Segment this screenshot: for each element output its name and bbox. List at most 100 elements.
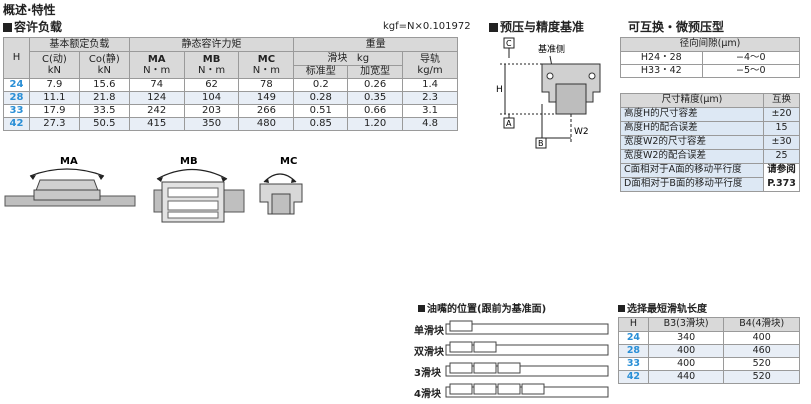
acc-header: 尺寸精度(μm) [619,93,765,108]
nipple-rail-diagram [445,341,609,356]
std-weight-cell: 0.28 [293,91,349,105]
rail [445,344,609,356]
nipple-rail-diagram [445,383,609,398]
acc-value-cell: 15 [763,121,800,136]
size-h-cell: 24 [3,78,30,92]
nipple-row: 4滑块 [414,381,614,401]
c-dyn-header: C(动)kN [28,51,80,79]
wide-weight-cell: 0.26 [347,78,404,92]
interchange-header: 互换 [763,93,800,108]
mb-cell: 104 [183,91,240,105]
std-type-header: 标准型 [293,65,349,79]
base-side-label: 基准侧 [538,43,565,55]
size-h-cell: 28 [3,91,30,105]
mc-cell: 149 [238,91,295,105]
rail-weight-cell: 4.8 [402,117,458,131]
mb-cell: 62 [183,78,240,92]
std-weight-cell: 0.85 [293,117,349,131]
c-dyn-cell: 11.1 [28,91,80,105]
c-dyn-cell: 27.3 [28,117,80,131]
square-bullet-icon [3,23,12,32]
nipple-label: 单滑块 [414,326,444,337]
block-weight-header: 滑块 kg [293,51,404,66]
square-bullet-icon [618,305,625,312]
mb-label: MB [180,156,198,167]
c-dyn-cell: 7.9 [28,78,80,92]
acc-item-cell: 高度H的配合误差 [619,121,765,136]
basic-load-header: 基本额定负载 [28,37,130,52]
accuracy-title: 预压与精度基准 [489,18,584,35]
c-static-cell: 15.6 [78,78,130,92]
nipple-label: 4滑块 [414,389,441,400]
ma-cell: 74 [128,78,185,92]
square-bullet-icon [489,23,498,32]
nipple-row: 双滑块 [414,339,614,359]
label-c: C [506,39,512,48]
shortest-title: 选择最短滑轨长度 [618,300,707,315]
size-h-cell: 33 [3,104,30,118]
mc-label: MC [280,156,297,167]
acc-item-cell: C面相对于A面的移动平行度 [619,163,765,178]
b4-header: B4(4滑块) [723,317,800,332]
rail-weight-cell: 3.1 [402,104,458,118]
rail-weight-cell: 1.4 [402,78,458,92]
size-h-cell: 33 [618,357,649,371]
wide-weight-cell: 0.66 [347,104,404,118]
b3-header: B3(3滑块) [647,317,725,332]
table-row: 宽度W2的尺寸容差±30 [619,135,800,150]
block [473,362,497,374]
table-row: H33・42−5〜0 [620,64,801,78]
mb-diagram: MB [153,156,245,223]
acc-item-cell: 高度H的尺寸容差 [619,107,765,122]
mb-cell: 203 [183,104,240,118]
size-h-cell: 24 [618,331,649,345]
accuracy-diagram: C 基准侧 H A W2 B [496,37,601,149]
std-weight-cell: 0.51 [293,104,349,118]
acc-item-cell: D面相对于B面的移动平行度 [619,177,765,192]
ma-label: MA [60,156,78,167]
acc-value-cell: 25 [763,149,800,164]
b4-cell: 400 [723,331,800,345]
block [449,320,473,332]
radial-size-cell: H24・28 [620,51,703,65]
wide-weight-cell: 0.35 [347,91,404,105]
c-static-cell: 50.5 [78,117,130,131]
c-static-cell: 33.5 [78,104,130,118]
acc-value-cell: ±20 [763,107,800,122]
acc-item-cell: 宽度W2的尺寸容差 [619,135,765,150]
radial-header: 径向间隙(μm) [620,37,800,52]
shortest-h-header: H [618,317,649,332]
size-h-cell: 42 [618,370,649,384]
weight-header: 重量 [293,37,458,52]
load-h-header: H [3,37,30,79]
b3-cell: 400 [647,357,725,371]
block [449,341,473,353]
square-bullet-icon [418,305,425,312]
block [473,341,497,353]
c-static-cell: 21.8 [78,91,130,105]
acc-value-cell: 请参阅 [763,163,800,178]
label-h: H [496,85,503,95]
c-static-header: Co(静)kN [78,51,130,79]
rail [445,365,609,377]
label-w2: W2 [574,127,589,137]
acc-value-cell: ±30 [763,135,800,150]
